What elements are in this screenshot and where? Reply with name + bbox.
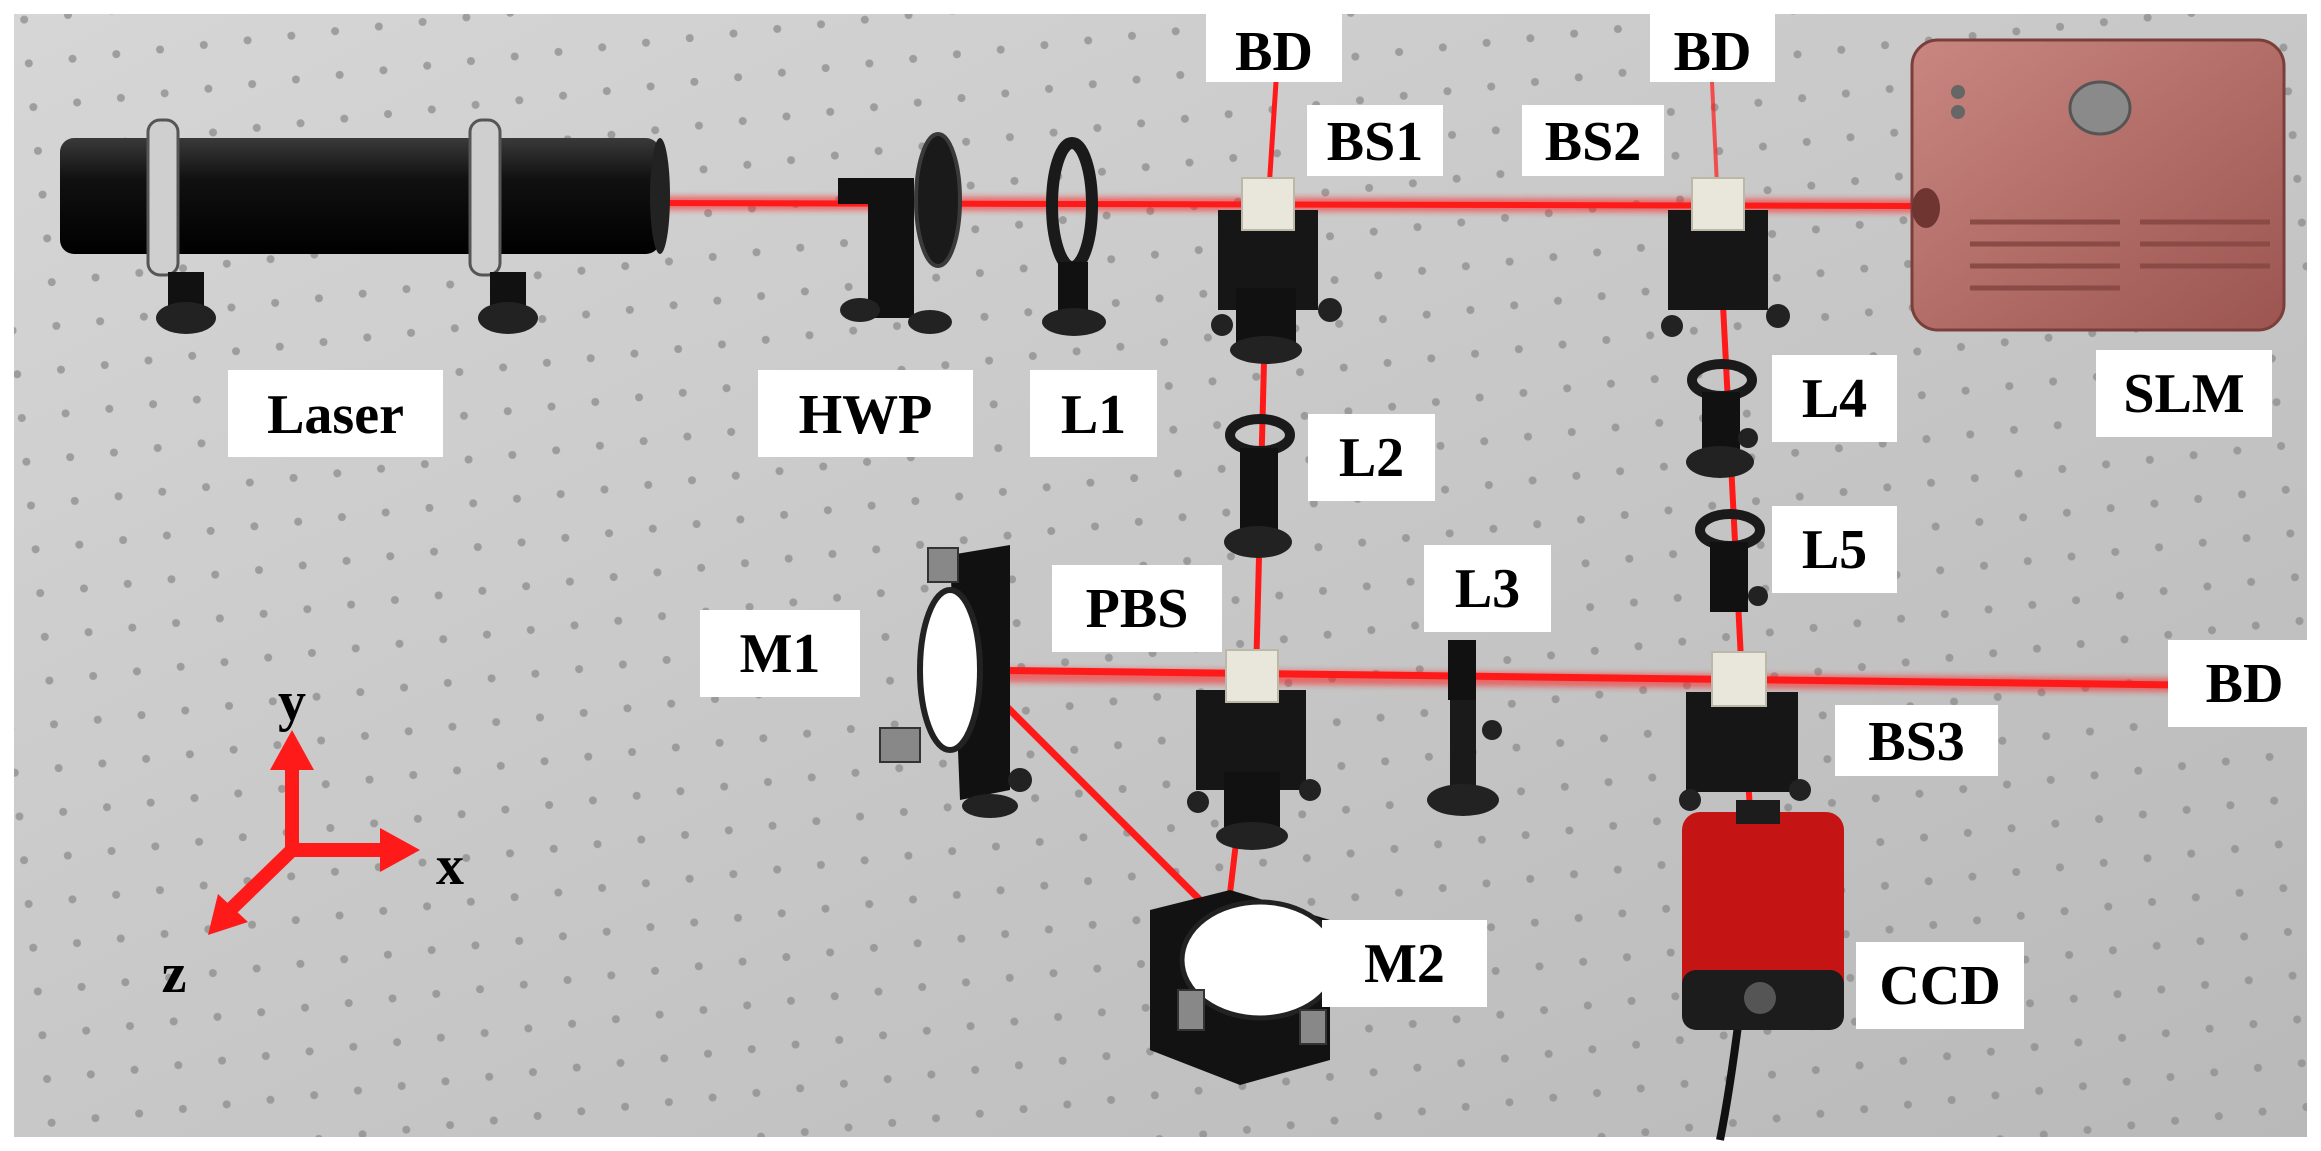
label-l1-text: L1 [1061, 384, 1126, 446]
label-l5-text: L5 [1802, 519, 1867, 581]
label-bd-right-text: BD [2206, 653, 2284, 715]
lens-l3 [1427, 640, 1502, 816]
label-bd-top-right-text: BD [1674, 21, 1752, 83]
axis-z-label: z [162, 943, 187, 1005]
label-bs1: BS1 [1307, 105, 1443, 176]
laser [60, 118, 670, 334]
label-l5: L5 [1772, 506, 1897, 593]
beam-m1-to-bd [966, 666, 2184, 689]
label-l3-text: L3 [1455, 558, 1520, 620]
labels: Laser HWP L1 BD BD BS1 BS2 SLM [228, 14, 2321, 1029]
half-wave-plate [838, 132, 962, 334]
axis-y-label: y [278, 671, 306, 733]
label-ccd-text: CCD [1879, 955, 2000, 1017]
label-bs3-text: BS3 [1868, 711, 1965, 773]
lens-l2 [1224, 414, 1295, 558]
label-pbs: PBS [1052, 565, 1222, 652]
label-bd-top-left: BD [1206, 14, 1342, 83]
label-laser: Laser [228, 370, 443, 457]
label-m1-text: M1 [740, 623, 821, 685]
beamsplitter-bs2 [1661, 177, 1790, 337]
label-laser-text: Laser [267, 384, 404, 446]
label-bd-top-right: BD [1650, 14, 1775, 83]
label-bs2: BS2 [1522, 105, 1664, 176]
label-ccd: CCD [1856, 942, 2024, 1029]
label-l2-text: L2 [1339, 427, 1404, 489]
label-bs2-text: BS2 [1545, 111, 1642, 173]
label-l4: L4 [1772, 355, 1897, 442]
lens-l4 [1686, 359, 1758, 478]
mirror-m1 [879, 545, 1032, 818]
lens-l5 [1695, 509, 1768, 612]
label-slm: SLM [2096, 350, 2272, 437]
label-slm-text: SLM [2123, 363, 2244, 425]
label-l4-text: L4 [1802, 368, 1867, 430]
ccd-camera [1682, 800, 1844, 1141]
beamsplitter-bs3 [1679, 651, 1811, 811]
coordinate-axes: y x z [162, 671, 464, 1005]
lens-l1 [1042, 137, 1106, 336]
label-hwp-text: HWP [799, 384, 933, 446]
beamsplitter-bs1 [1211, 177, 1342, 364]
label-bd-right: BD [2168, 640, 2321, 727]
label-pbs-text: PBS [1086, 578, 1189, 640]
label-l3: L3 [1424, 545, 1551, 632]
label-l2: L2 [1308, 414, 1435, 501]
label-bd-top-left-text: BD [1235, 21, 1313, 83]
label-m2-text: M2 [1364, 933, 1445, 995]
label-hwp: HWP [758, 370, 973, 457]
mirror-m2 [1150, 890, 1341, 1085]
spatial-light-modulator [1910, 38, 2286, 332]
label-bs3: BS3 [1835, 705, 1998, 776]
label-m1: M1 [700, 610, 860, 697]
label-m2: M2 [1322, 920, 1487, 1007]
axis-x-label: x [436, 835, 464, 897]
label-l1: L1 [1030, 370, 1157, 457]
polarizing-beamsplitter [1187, 649, 1321, 850]
label-bs1-text: BS1 [1327, 111, 1424, 173]
